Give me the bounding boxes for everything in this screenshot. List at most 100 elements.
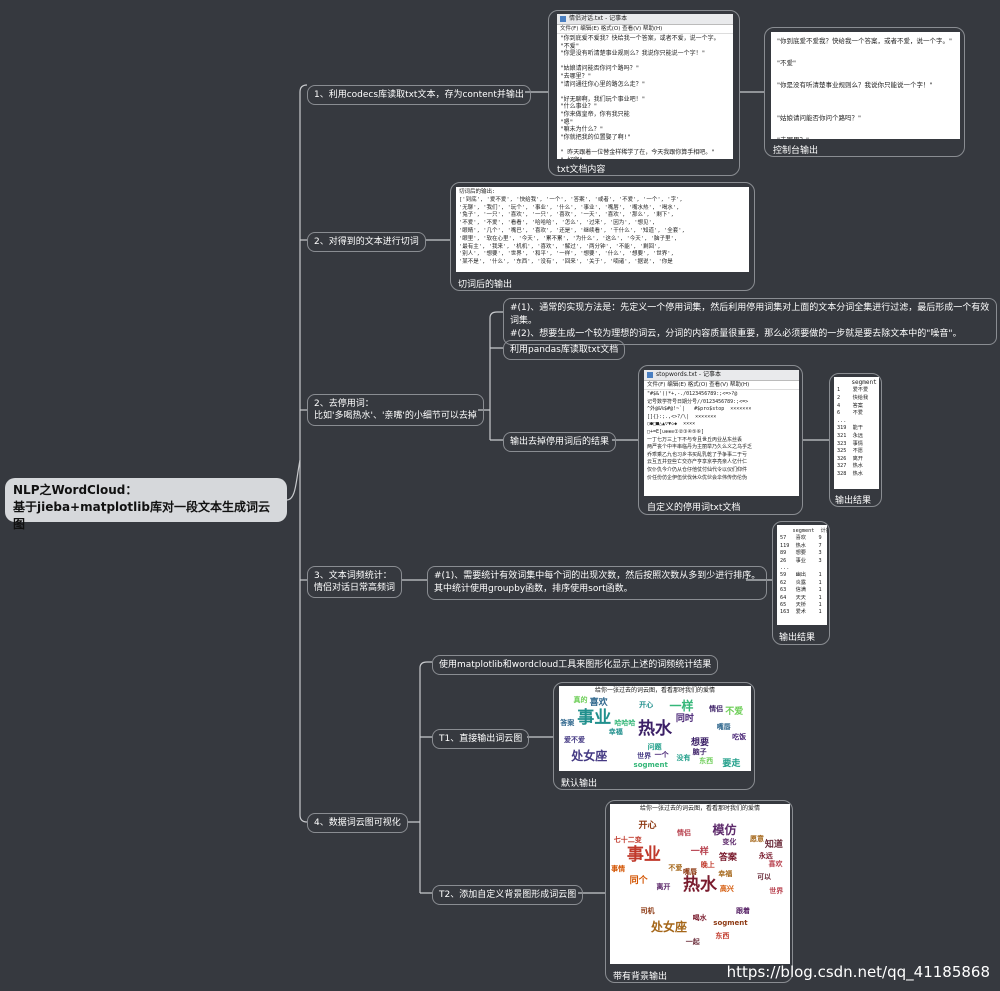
segment-table-2: segment 计数 57 喜欢 9 119 热水 7 89 想要 3 26 事… (777, 525, 827, 625)
bg-output-card[interactable]: 给你一张过去的词云图，看看那时我们的爱情 热水事业处女座模仿一样开心同个知道答案… (605, 800, 793, 983)
cloud-word: 一个 (654, 751, 669, 760)
cloud-word: 嘴唇 (716, 723, 731, 732)
default-output-caption: 默认输出 (561, 779, 598, 789)
wordcloud-bg-title: 给你一张过去的词云图，看看那时我们的爱情 (639, 805, 760, 812)
stopwords-window: stopwords.txt - 记事本 文件(F) 编辑(E) 格式(O) 查看… (644, 370, 799, 496)
cloud-word: 幸福 (718, 869, 733, 878)
cloud-word: 开心 (638, 821, 657, 831)
cloud-word: 模仿 (712, 823, 737, 838)
cloud-word: 七十二变 (613, 835, 642, 844)
root-title-line2: 基于jieba+matplotlib库对一段文本生成词云图 (13, 500, 270, 531)
cloud-word: 一样 (669, 698, 694, 713)
console-caption: 控制台输出 (773, 146, 819, 156)
cloud-word: 答案 (718, 853, 737, 864)
cloud-word: 热水 (683, 875, 717, 895)
output-result-caption-2: 输出结果 (779, 633, 816, 643)
watermark: https://blog.csdn.net/qq_41185868 (726, 963, 990, 981)
viz-t1-node[interactable]: T1、直接输出词云图 (432, 729, 530, 749)
segment-table-1-header: segment (837, 379, 877, 386)
stopwords-note-1: #(1)、通常的实现方法是：先定义一个停用词集，然后利用停用词集对上面的文本分词… (510, 303, 990, 326)
cloud-word: 幸福 (608, 728, 623, 737)
cloud-word: 答案 (560, 719, 575, 728)
notepad-window: 情侣对话.txt - 记事本 文件(F) 编辑(E) 格式(O) 查看(V) 帮… (557, 14, 733, 159)
segment-table-1-body: 1 爱不爱 2 快给我 4 答案 6 不爱 ... 319 能干 321 永远 … (837, 387, 869, 477)
cloud-word: sogment (713, 918, 748, 927)
branch-3-label-line1: 2、去停用词： (314, 399, 374, 409)
cloud-word: 喜欢 (768, 860, 783, 869)
branch-5-node[interactable]: 4、数据词云图可视化 (307, 813, 408, 833)
cloud-word: 同时 (675, 713, 694, 724)
cloud-word: 知道 (764, 840, 783, 851)
cut-output-card[interactable]: 切词后的输出: ['到底', '爱不爱', '快给我', '一个', '答案',… (450, 182, 755, 291)
output-result-card-1[interactable]: segment 1 爱不爱 2 快给我 4 答案 6 不爱 ... 319 能干… (829, 373, 882, 507)
cloud-word: 爱不爱 (564, 735, 586, 744)
cloud-word: 要走 (722, 759, 741, 769)
viz-t1-label: T1、直接输出词云图 (439, 734, 523, 744)
segment-table-2-body: 57 喜欢 9 119 热水 7 89 想要 3 26 事业 3 ... 59 … (780, 535, 822, 616)
stopwords-menu: 文件(F) 编辑(E) 格式(O) 查看(V) 帮助(H) (644, 381, 799, 390)
stopwords-doc-card[interactable]: stopwords.txt - 记事本 文件(F) 编辑(E) 格式(O) 查看… (638, 365, 803, 515)
cloud-word: 没有 (676, 754, 691, 763)
cloud-word: 愿意 (749, 834, 764, 843)
branch-4-node[interactable]: 3、文本词频统计： 情侣对话日常高频词 (307, 566, 403, 598)
cloud-word: 开心 (639, 701, 654, 710)
cloud-word: 喝水 (692, 913, 707, 922)
stopwords-text: "#$&'()*+,-./0123456789:;<=>?@ 记号数学符号日期分… (647, 391, 753, 481)
cloud-word: 吃饭 (732, 732, 747, 741)
console-output-card[interactable]: "你到底爱不爱我？快给我一个答案，或者不爱，说一个字。" "不爱" "你是没有听… (764, 27, 965, 157)
wordcloud-background: 给你一张过去的词云图，看看那时我们的爱情 热水事业处女座模仿一样开心同个知道答案… (610, 804, 790, 964)
notepad-text: "你到底爱不爱我？快给我一个答案，或者不爱，说一个字。 "不爱" "你是没有听清… (560, 35, 720, 159)
cloud-word: 事业 (626, 845, 661, 866)
cloud-word: 东西 (699, 757, 714, 766)
cloud-word: sogment (633, 760, 668, 769)
cloud-word: 变化 (722, 837, 737, 846)
cloud-word: 问题 (647, 742, 662, 751)
cut-output-caption: 切词后的输出 (458, 280, 513, 290)
cloud-word: 热水 (638, 719, 672, 739)
console-window: "你到底爱不爱我？快给我一个答案，或者不爱，说一个字。" "不爱" "你是没有听… (771, 32, 960, 139)
txt-content-card[interactable]: 情侣对话.txt - 记事本 文件(F) 编辑(E) 格式(O) 查看(V) 帮… (548, 10, 740, 176)
freq-notes-node[interactable]: #(1)、需要统计有效词集中每个词的出现次数，然后按照次数从多到少进行排序。 其… (427, 566, 768, 600)
output-result-card-2[interactable]: segment 计数 57 喜欢 9 119 热水 7 89 想要 3 26 事… (772, 521, 830, 645)
stopwords-notes-node[interactable]: #(1)、通常的实现方法是：先定义一个停用词集，然后利用停用词集对上面的文本分词… (503, 298, 997, 345)
bg-output-caption: 带有背景输出 (613, 972, 668, 982)
txt-content-caption: txt文档内容 (557, 165, 606, 175)
default-output-card[interactable]: 给你一张过去的词云图，看看那时我们的爱情 热水事业处女座一样喜欢要走不爱同时想要… (553, 682, 755, 790)
branch-3-node[interactable]: 2、去停用词： 比如'多喝热水'、'亲嘴'的小细节可以去掉 (307, 394, 484, 426)
cloud-word: 事业 (577, 708, 612, 729)
cloud-word: 哈哈哈 (614, 719, 636, 728)
cloud-word: 一样 (690, 846, 709, 857)
viz-intro-node[interactable]: 使用matplotlib和wordcloud工具来图形化显示上述的词频统计结果 (432, 655, 719, 675)
stopwords-caption: 自定义的停用词txt文档 (647, 503, 741, 513)
cloud-word: 想要 (691, 738, 710, 749)
branch-2-label: 2、对得到的文本进行切词 (314, 237, 419, 247)
viz-t2-node[interactable]: T2、添加自定义背景图形成词云图 (432, 885, 584, 905)
cloud-word: 可以 (757, 873, 772, 882)
cloud-word: 事情 (611, 865, 626, 874)
notepad-title: 情侣对话.txt - 记事本 (557, 14, 733, 25)
wordcloud-default-words: 热水事业处女座一样喜欢要走不爱同时想要开心世界哈哈哈答案没有真的一个情侣幸福爱不… (559, 695, 751, 771)
pandas-node[interactable]: 利用pandas库读取txt文档 (503, 340, 626, 360)
branch-5-label: 4、数据词云图可视化 (314, 818, 401, 828)
output-after-label: 输出去掉停用词后的结果 (510, 437, 610, 447)
cloud-word: 不爱 (668, 863, 683, 872)
cloud-word: 离开 (656, 883, 671, 892)
wordcloud-default: 给你一张过去的词云图，看看那时我们的爱情 热水事业处女座一样喜欢要走不爱同时想要… (559, 686, 751, 771)
cloud-word: 高兴 (719, 884, 734, 893)
segment-table-1: segment 1 爱不爱 2 快给我 4 答案 6 不爱 ... 319 能干… (834, 377, 879, 489)
wordcloud-default-title: 给你一张过去的词云图，看看那时我们的爱情 (594, 687, 715, 694)
branch-1-node[interactable]: 1、利用codecs库读取txt文本，存为content并输出 (307, 85, 531, 105)
cloud-word: 世界 (769, 887, 784, 896)
output-after-node[interactable]: 输出去掉停用词后的结果 (503, 432, 617, 452)
branch-2-node[interactable]: 2、对得到的文本进行切词 (307, 232, 426, 252)
viz-intro-label: 使用matplotlib和wordcloud工具来图形化显示上述的词频统计结果 (439, 660, 712, 670)
cloud-word: 晚上 (700, 860, 715, 869)
cloud-word: 处女座 (650, 920, 687, 935)
cloud-word: 世界 (637, 752, 652, 760)
cloud-word: 情侣 (709, 704, 724, 713)
cloud-word: 跟着 (735, 906, 750, 915)
cloud-word: 不爱 (725, 707, 744, 718)
root-node[interactable]: NLP之WordCloud： 基于jieba+matplotlib库对一段文本生… (5, 478, 287, 531)
root-title-line1: NLP之WordCloud： (13, 483, 138, 497)
